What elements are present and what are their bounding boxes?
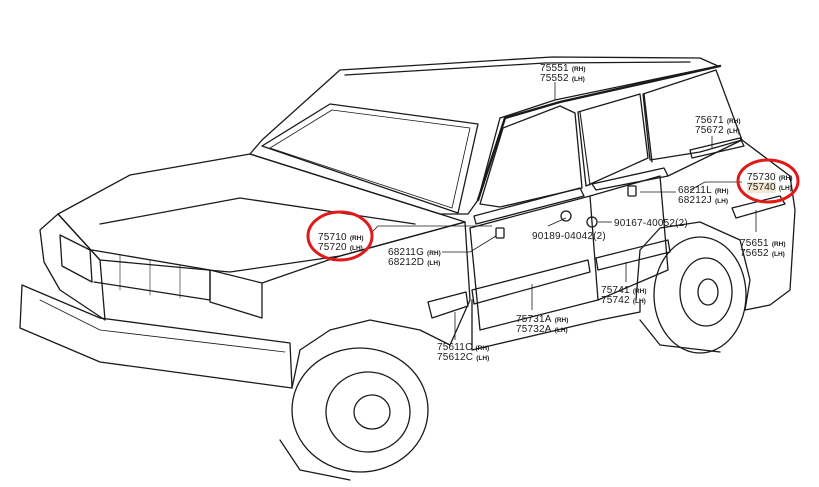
- part-number: 75612C: [437, 352, 474, 363]
- part-number: 75720: [318, 242, 347, 253]
- side-tag: (RH): [771, 241, 786, 248]
- part-number: 75731A: [516, 314, 552, 325]
- highlight-circle-front: [306, 210, 374, 262]
- label-rear-fender-moulding: 75651(RH) 75652(LH): [740, 237, 786, 259]
- leader-rear-emblem: [689, 181, 742, 191]
- label-rear-upper-moulding: 75671(RH) 75672(LH): [695, 114, 741, 136]
- side-tag: (RH): [632, 288, 647, 295]
- quarter-window: [642, 69, 743, 161]
- part-number: 75742: [601, 295, 630, 306]
- side-tag: (RH): [554, 317, 569, 324]
- side-window-front: [479, 105, 583, 208]
- label-rear-emblem: 75730(RH) 75740(LH): [747, 171, 793, 193]
- part-number: 75740: [747, 182, 776, 193]
- label-rear-clip: 68211L(RH) 68212J(LH): [678, 184, 729, 206]
- part-number: 75671: [695, 115, 724, 126]
- side-tag: (LH): [427, 260, 441, 267]
- label-front-fender-moulding: 75611C(RH) 75612C(LH): [437, 341, 490, 363]
- rear-door: [589, 175, 669, 301]
- side-tag: (RH): [571, 66, 586, 73]
- highlight-circle-rear: [736, 158, 800, 204]
- side-moulding-front-door: [471, 259, 591, 305]
- side-tag: (RH): [475, 345, 490, 352]
- belt-moulding-quarter: [689, 137, 745, 159]
- roof-rack-line: [344, 61, 691, 76]
- label-roof-moulding: 75551(RH) 75552(LH): [540, 62, 586, 84]
- side-tag: (LH): [726, 128, 740, 135]
- part-number: 68212J: [678, 195, 713, 206]
- part-number: 75552: [540, 73, 569, 84]
- side-tag: (LH): [715, 198, 729, 205]
- part-number: 68212D: [388, 257, 425, 268]
- part-number: 75741: [601, 285, 630, 296]
- wheel-arch-moulding-rear: [731, 195, 786, 219]
- leader-front-emblem: [371, 225, 492, 233]
- label-front-clip: 68211G(RH) 68212D(LH): [388, 246, 441, 268]
- label-front-door-moulding: 75731A(RH) 75732A(LH): [516, 313, 569, 335]
- part-number: 75710: [318, 232, 347, 243]
- label-front-emblem: 75710(RH) 75720(LH): [318, 231, 364, 253]
- label-bolt: 90189-04042(2): [532, 230, 606, 242]
- clip-rear: [627, 185, 637, 197]
- part-number: 90167-40052(2): [614, 218, 688, 229]
- side-tag: (LH): [476, 355, 490, 362]
- belt-moulding-front: [473, 187, 585, 225]
- part-number: 75611C: [437, 342, 473, 353]
- side-tag: (RH): [349, 235, 364, 242]
- side-moulding-rear-door: [595, 239, 671, 271]
- side-moulding-front-fender: [427, 291, 469, 319]
- side-tag: (RH): [427, 250, 441, 257]
- side-tag: (LH): [349, 245, 363, 252]
- label-screw: 90167-40052(2): [614, 217, 688, 229]
- side-tag: (RH): [778, 175, 793, 182]
- label-rear-door-moulding: 75741(RH) 75742(LH): [601, 284, 647, 306]
- rear-quarter: [667, 139, 796, 311]
- front-face: [39, 213, 106, 321]
- screw-fastener: [586, 216, 598, 228]
- leader-front-clip: [442, 235, 497, 253]
- leader-bolt: [547, 217, 567, 227]
- windshield: [261, 103, 479, 214]
- part-number: 75672: [695, 125, 724, 136]
- side-window-rear: [577, 93, 649, 187]
- side-tag: (RH): [714, 188, 729, 195]
- side-tag: (LH): [571, 76, 585, 83]
- part-number: 75651: [740, 238, 769, 249]
- side-tag: (LH): [632, 298, 646, 305]
- rear-wheel: [653, 236, 747, 354]
- grille: [59, 234, 93, 283]
- part-number: 90189-04042(2): [532, 231, 606, 242]
- side-tag: (LH): [554, 327, 568, 334]
- part-number: 75732A: [516, 324, 552, 335]
- part-number: 68211L: [678, 185, 712, 196]
- bolt-fastener: [560, 210, 572, 222]
- roof-drip-moulding: [476, 64, 722, 202]
- clip-front: [495, 227, 505, 239]
- part-number: 75652: [740, 248, 769, 259]
- part-number: 68211G: [388, 247, 425, 258]
- part-number: 75730: [747, 172, 776, 183]
- belt-moulding-rear: [591, 167, 669, 191]
- front-fender: [261, 221, 471, 389]
- part-number: 75551: [540, 63, 569, 74]
- side-tag: (RH): [726, 118, 741, 125]
- side-tag: (LH): [778, 185, 792, 192]
- headlamp: [209, 269, 263, 319]
- side-tag: (LH): [771, 251, 785, 258]
- front-wheel: [291, 347, 429, 473]
